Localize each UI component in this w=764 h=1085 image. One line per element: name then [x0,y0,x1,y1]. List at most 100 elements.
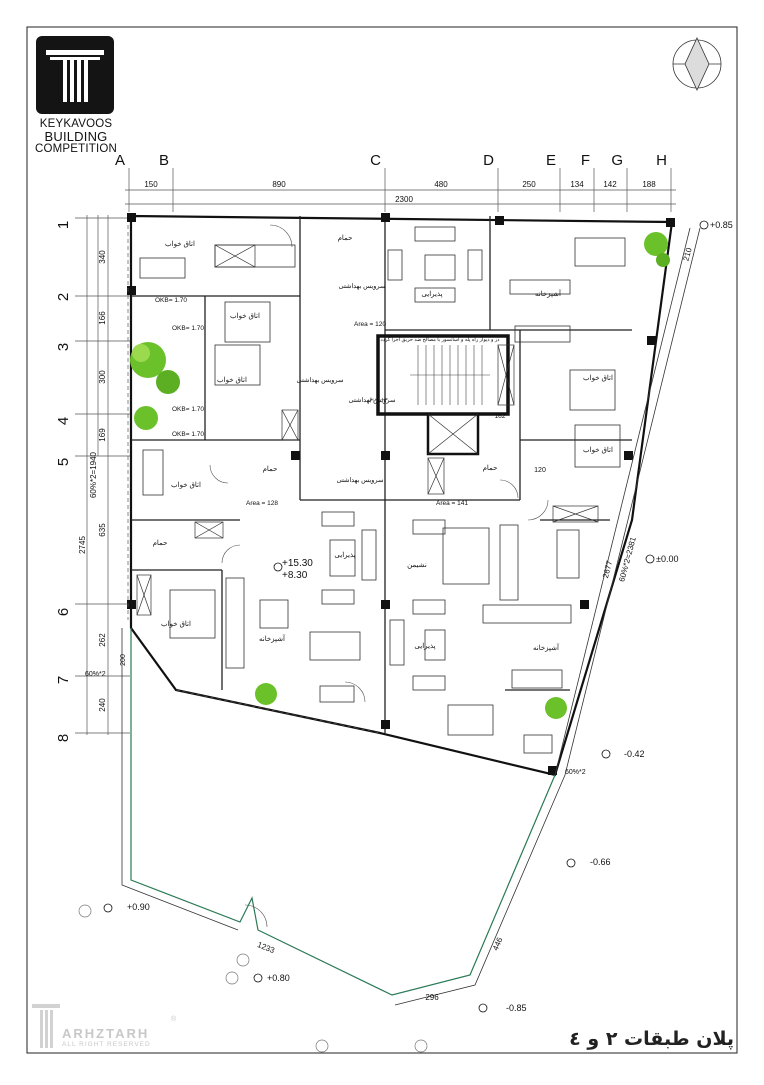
left-dimension: 166 [98,311,107,325]
grid-column-label: E [546,152,556,169]
small-dimension: 120 [534,467,546,474]
diagonal-dimension: 446 [491,936,505,952]
okb-tag: OKB= 1.70 [172,431,204,438]
level-marker: -0.66 [590,857,611,867]
level-marker: -0.85 [506,1003,527,1013]
grid-row-label: 3 [55,343,72,351]
watermark-name: ARHZTARH [62,1026,150,1041]
grid-row-label: 4 [55,417,72,425]
left-total-dimension: 60%*2=1940 [89,451,98,498]
grid-row-label: 8 [55,734,72,742]
diagonal-dimension: 296 [425,993,439,1002]
level-marker: +8.30 [282,570,308,581]
level-marker: +0.85 [710,220,733,230]
grid-row-label: 1 [55,221,72,229]
room-label-wc: سرویس بهداشتی [349,396,396,404]
grid-row-label: 6 [55,608,72,616]
competition-name: KEYKAVOOS BUILDING COMPETITION [26,118,126,156]
left-dimension: 340 [98,250,107,264]
logo-line-1: KEYKAVOOS [39,118,113,130]
top-dimension: 480 [434,180,448,189]
grid-column-label: A [115,152,125,169]
level-marker: ±0.00 [656,554,678,564]
room-label-living: پذیرایی [414,642,435,650]
room-label-living: پذیرایی [421,290,442,298]
competition-logo [36,36,114,114]
logo-line-2: BUILDING [44,128,108,144]
column-t-logo-icon [46,50,104,102]
level-marker: -0.42 [624,749,645,759]
top-dimension: 142 [603,180,617,189]
room-label-wc: سرویس بهداشتی [297,376,344,384]
grid-column-label: D [483,152,494,169]
okb-tag: OKB= 1.70 [172,325,204,332]
grid-column-label: B [159,152,169,169]
room-label-bath: حمام [338,234,353,242]
diagonal-dimension: 210 [682,246,694,262]
top-dimension: 250 [522,180,536,189]
sheet-border [26,26,738,1054]
area-tag: Area = 141 [436,500,468,507]
level-marker: +0.90 [127,902,150,912]
top-dimension: 188 [642,180,656,189]
left-total-dimension: 2745 [78,536,87,554]
stair-core [376,334,510,456]
left-dimension: 635 [98,523,107,537]
grid-column-label: C [370,152,381,169]
top-dimension: 890 [272,180,286,189]
okb-tag: OKB= 1.70 [155,297,187,304]
level-marker: +15.30 [282,558,313,569]
top-dimension: 134 [570,180,584,189]
room-label-bedroom: اتاق خواب [217,376,247,384]
room-label-bath: حمام [153,539,168,547]
top-dimension: 150 [144,180,158,189]
left-dimension: 300 [98,370,107,384]
grid-column-label: G [611,152,623,169]
room-label-living: پذیرایی [334,551,355,559]
area-tag: Area = 120 [354,321,386,328]
sheet-title: پلان طبقات ۲ و ٤ [569,1028,734,1050]
room-label-kitchen: آشپزخانه [535,288,562,298]
grid-row-label: 5 [55,458,72,466]
site-boundary [130,628,556,996]
room-label-bedroom: اتاق خواب [230,312,260,320]
okb-tag: OKB= 1.70 [172,406,204,413]
slope-label: 60%*2 [565,769,586,776]
diagonal-dimension: 2677 [601,559,614,579]
diagonal-dimension: 1233 [256,940,276,955]
stair-side-note: ضد حریق [368,396,388,402]
room-label-wc: سرویس بهداشتی [337,476,384,484]
room-label-bath: حمام [483,464,498,472]
north-arrow-icon [672,37,722,91]
tree-icon [130,232,670,719]
room-label-bath: حمام [263,465,278,473]
elevator-number: 162 [495,413,506,420]
top-total-dimension: 2300 [395,195,413,204]
room-label-sitting: نشیمن [407,562,427,569]
slope-label: 60%*2 [85,671,106,678]
watermark-rights: ALL RIGHT RESERVED [62,1041,151,1048]
logo-line-3: COMPETITION [34,143,118,155]
diagonal-dimension: 200 [120,654,127,666]
grid-column-label: H [656,152,667,169]
room-label-bedroom: اتاق خواب [165,240,195,248]
watermark-registered: ® [171,1016,177,1023]
room-label-wc: سرویس بهداشتی [339,282,386,290]
grid-row-label: 2 [55,293,72,301]
grid-row-label: 7 [55,676,72,684]
level-marker: +0.80 [267,973,290,983]
room-label-bedroom: اتاق خواب [171,481,201,489]
room-label-bedroom: اتاق خواب [583,374,613,382]
grid-column-label: F [581,152,590,169]
bed [224,301,271,343]
left-dimension: 262 [98,633,107,647]
left-dimension: 240 [98,698,107,712]
elevator-shaft [426,412,480,456]
stair-note: در و دیوار راه پله و آسانسور با مصالح ضد… [381,336,500,343]
bathtub [139,257,186,279]
dining-table [574,237,626,267]
room-label-kitchen: آشپزخانه [533,642,560,652]
watermark-logo-icon [32,1004,60,1048]
